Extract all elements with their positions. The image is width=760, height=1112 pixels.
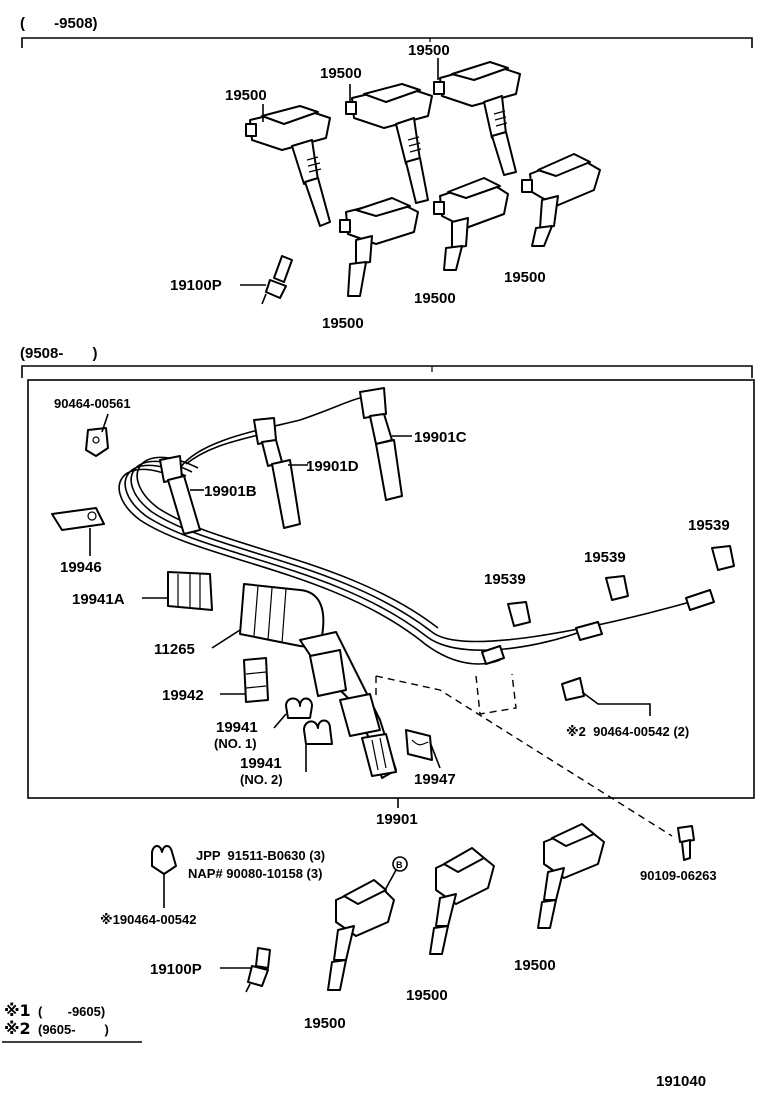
- ignition-cord-bundle: [118, 397, 691, 665]
- legend-note2-mark: ※2: [4, 1019, 31, 1038]
- leader-line: [101, 413, 109, 433]
- clamp-label: 19947: [414, 771, 456, 788]
- coil-label: 19500: [322, 315, 364, 332]
- legend-note1-range: ( -9605): [38, 1004, 105, 1019]
- clamp-label: 19942: [162, 687, 204, 704]
- coil-label: 19500: [514, 957, 556, 974]
- bolt-icon: [677, 825, 695, 861]
- cord-holder-icon: [605, 575, 629, 601]
- ignition-coil-icon: [339, 197, 419, 297]
- bottom-section-bracket: [21, 365, 753, 378]
- clamp-icon: [285, 697, 313, 719]
- clamp-icon: [561, 677, 585, 701]
- legend-note1-mark: ※1: [4, 1001, 31, 1020]
- dashed-callout: [475, 673, 517, 715]
- plug-boot-icon: [359, 387, 403, 501]
- holder-label: 19539: [688, 517, 730, 534]
- coil-label: 19500: [225, 87, 267, 104]
- b-marker-icon: [392, 856, 408, 872]
- cord-set-label: 19901: [376, 811, 418, 828]
- ignition-coil-icon: [521, 153, 601, 247]
- coil-label: 19500: [304, 1015, 346, 1032]
- ignition-coil-icon: [537, 823, 605, 929]
- clamp-label: 19941: [216, 719, 258, 736]
- legend: ※1 ( -9605) ※2 (9605- ): [2, 1001, 142, 1043]
- dashed-callout: [375, 675, 673, 837]
- plug-boot-icon: [159, 455, 201, 535]
- legend-note2-range: (9605- ): [38, 1022, 109, 1037]
- cord-label: 19901B: [204, 483, 257, 500]
- top-section-range: ( -9508): [20, 15, 98, 32]
- clamp-icon: [151, 845, 177, 875]
- clamp-icon: [167, 571, 213, 611]
- clamp-icon: [243, 657, 269, 703]
- clamp-icon: [405, 729, 433, 761]
- nap-label: NAP# 90080-10158 (3): [188, 866, 322, 881]
- ignition-coil-icon: [429, 847, 495, 955]
- spark-plug-label: 19100P: [150, 961, 202, 978]
- plug-boot-icon: [253, 417, 301, 529]
- leader-line: [383, 869, 397, 893]
- coil-label: 19500: [408, 42, 450, 59]
- coil-label: 19500: [414, 290, 456, 307]
- ignition-coil-icon: [345, 83, 433, 204]
- cord-holder-icon: [507, 601, 531, 627]
- ignition-coil-icon: [433, 61, 521, 176]
- clamp-icon: [303, 719, 333, 745]
- b-marker-label: B: [396, 860, 403, 870]
- spark-plug-label: 19100P: [170, 277, 222, 294]
- clamp-icon: [51, 507, 105, 531]
- clamp-note-label: ※190464-00542: [100, 912, 197, 927]
- top-section-bracket: [21, 37, 753, 48]
- cord-holder-icon: [711, 545, 735, 571]
- bottom-section-range: (9508- ): [20, 345, 98, 362]
- figure-code: 191040: [656, 1073, 706, 1090]
- clamp-note-label: ※2 90464-00542 (2): [566, 724, 689, 739]
- holder-label: 19539: [484, 571, 526, 588]
- cord-label: 19901C: [414, 429, 467, 446]
- cord-tray-icon: [299, 631, 397, 779]
- jpp-label: JPP 91511-B0630 (3): [196, 848, 325, 863]
- ignition-coil-icon: [327, 879, 395, 991]
- clamp-label: 19941A: [72, 591, 125, 608]
- leader-line: [211, 629, 241, 649]
- leader-line: [273, 713, 287, 729]
- clamp-icon: [85, 427, 109, 457]
- clamp-label: 90464-00561: [54, 396, 131, 411]
- clamp-sublabel: (NO. 2): [240, 772, 283, 787]
- bolt-label: 90109-06263: [640, 868, 717, 883]
- coil-label: 19500: [406, 987, 448, 1004]
- ignition-coil-icon: [245, 105, 331, 227]
- coil-label: 19500: [320, 65, 362, 82]
- cord-set-frame: [27, 379, 755, 799]
- holder-label: 19539: [584, 549, 626, 566]
- leader-line: [581, 691, 651, 716]
- clamp-sublabel: (NO. 1): [214, 736, 257, 751]
- clamp-label: 19941: [240, 755, 282, 772]
- coil-label: 19500: [504, 269, 546, 286]
- leader-line: [429, 741, 441, 769]
- cord-terminal-icon: [481, 589, 715, 665]
- clamp-label: 19946: [60, 559, 102, 576]
- protector-label: 11265: [154, 641, 195, 658]
- spark-plug-icon: [261, 255, 293, 305]
- spark-plug-icon: [245, 947, 271, 993]
- ignition-coil-icon: [433, 177, 509, 271]
- cord-label: 19901D: [306, 458, 359, 475]
